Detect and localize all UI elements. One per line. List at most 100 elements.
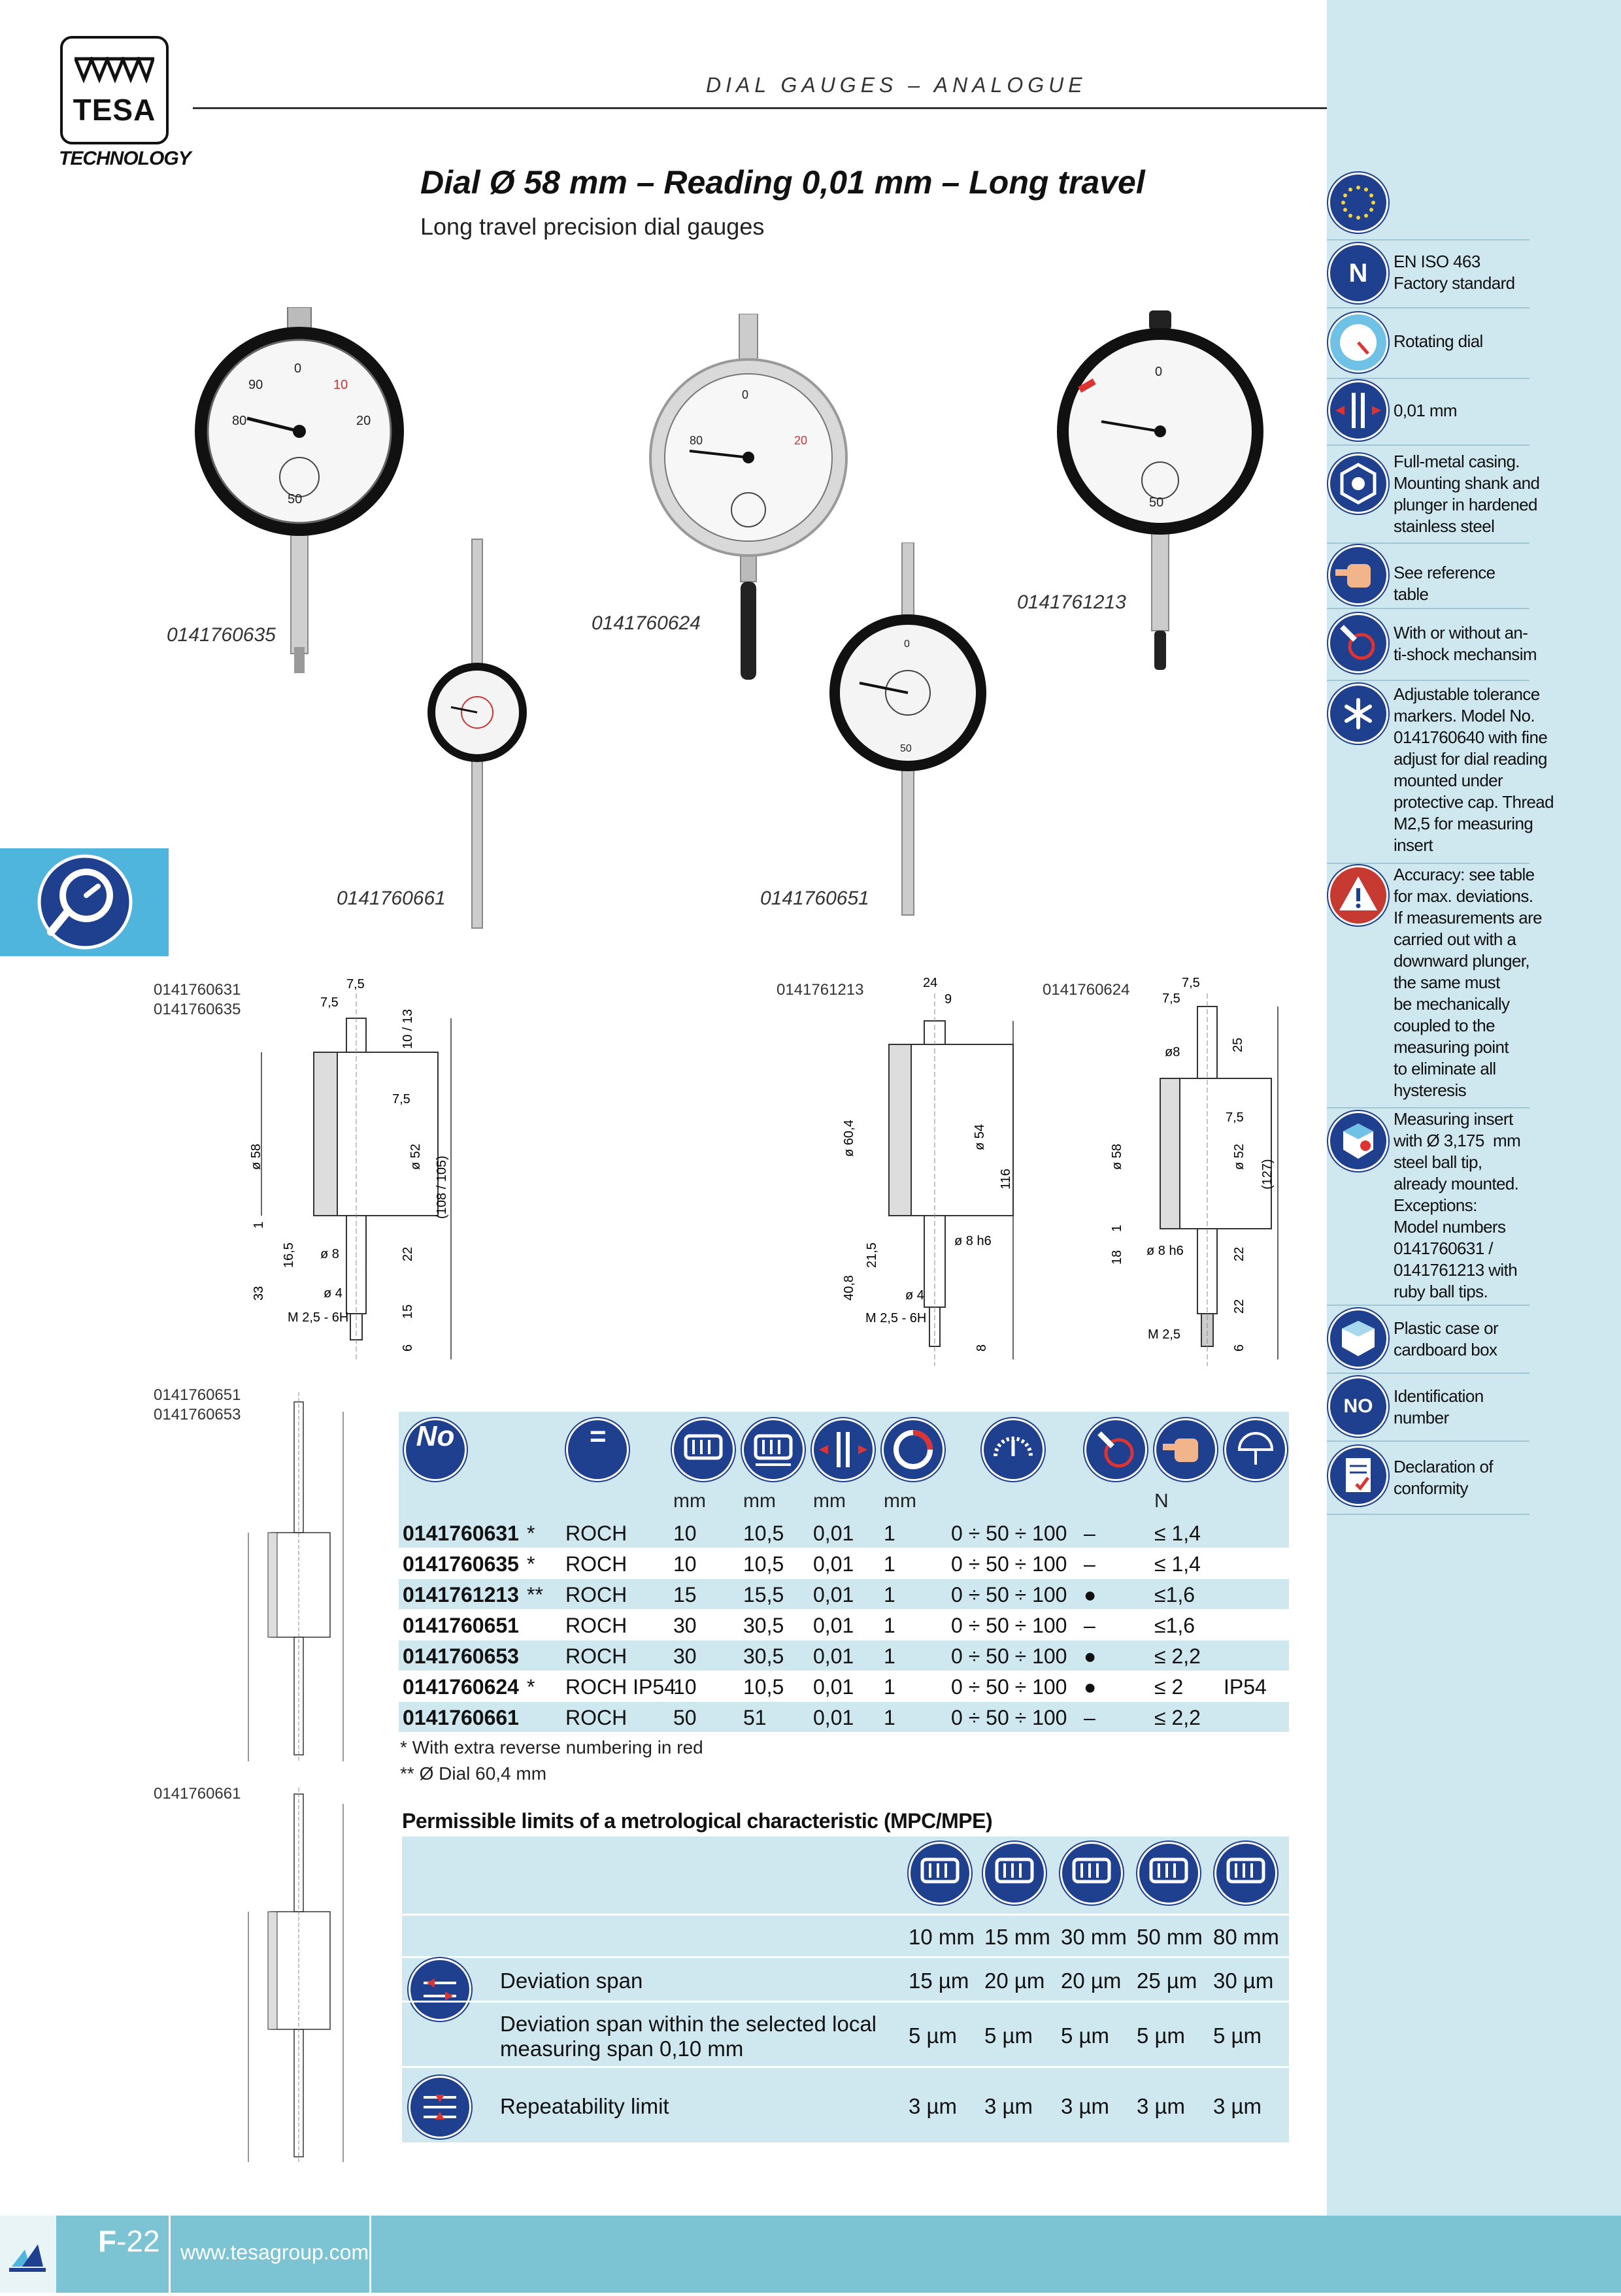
range-50mm-icon — [1137, 1842, 1200, 1905]
drawing-label: 0141761213 — [777, 981, 864, 999]
dial-gauge-category-icon — [37, 854, 133, 950]
feature-accuracy: Accuracy: see table for max. deviations.… — [1327, 863, 1543, 1108]
dim-text: 15 — [401, 1305, 415, 1319]
dim-text: 7,5 — [1226, 1110, 1244, 1125]
logo-subtitle: TECHNOLOGY — [59, 148, 192, 169]
feature-conformity: Declaration of conformity — [1327, 1440, 1529, 1515]
unit-label: mm — [743, 1490, 776, 1512]
drawing-label: 0141760661 — [154, 1785, 241, 1803]
unit-label: N — [1154, 1490, 1169, 1512]
dim-text: 116 — [999, 1169, 1013, 1190]
svg-text:10: 10 — [333, 378, 348, 392]
dial-icon — [982, 1418, 1044, 1481]
feature-eu — [1327, 171, 1529, 241]
page-footer — [0, 2216, 1621, 2293]
dim-text: 21,5 — [865, 1242, 879, 1268]
footer-url[interactable]: www.tesagroup.com — [180, 2240, 369, 2264]
gauge-photo-0141760651: 0 50 — [827, 542, 990, 922]
dim-text: 22 — [401, 1247, 415, 1261]
gauge-photo-0141760661 — [425, 536, 529, 941]
unit-label: mm — [884, 1490, 916, 1512]
dim-text: M 2,5 - 6H — [288, 1310, 348, 1325]
reading-icon — [1328, 380, 1388, 441]
drawing-0141760651 — [235, 1386, 350, 1765]
section-heading: DIAL GAUGES – ANALOGUE — [706, 73, 1087, 97]
footer-separator — [169, 2216, 171, 2293]
tolerance-markers-icon — [1328, 684, 1388, 744]
id-number-icon: No — [404, 1418, 467, 1481]
dim-text: 24 — [923, 976, 937, 990]
tesa-logo-mark-icon — [75, 57, 154, 83]
dim-text: 7,5 — [1182, 976, 1200, 990]
dim-text: ø 58 — [1110, 1144, 1124, 1170]
dim-text: (108 / 105) — [435, 1156, 449, 1219]
svg-text:50: 50 — [1149, 495, 1163, 510]
dim-text: 7,5 — [346, 977, 365, 991]
drawing-label: 0141760631 0141760635 — [154, 981, 241, 1018]
drawing-0141760631: 7,5 7,5 10 / 13 7,5 ø 58 ø 52 (108 / 105… — [248, 974, 471, 1366]
dim-text: ø 52 — [1232, 1144, 1246, 1170]
feature-case: Plastic case or cardboard box — [1327, 1305, 1529, 1374]
eu-stars-icon — [1328, 173, 1388, 233]
reading-icon — [812, 1418, 875, 1481]
drawing-label: 0141760624 — [1043, 981, 1130, 999]
unit-label: mm — [673, 1490, 706, 1512]
deviation-span-icon — [409, 1958, 471, 2021]
range-30mm-icon — [1060, 1842, 1123, 1905]
gauge-photo-0141761213: 0 50 — [1052, 310, 1268, 683]
svg-text:0: 0 — [294, 361, 301, 376]
gauge-photo-0141760624: 0 20 80 — [644, 313, 853, 693]
page-title: Dial Ø 58 mm – Reading 0,01 mm – Long tr… — [420, 164, 1145, 201]
dim-text: 1 — [1110, 1225, 1124, 1232]
svg-text:20: 20 — [356, 414, 371, 428]
dim-text: 10 / 13 — [401, 1009, 415, 1049]
gauge-photo-0141760635: 0 10 90 20 80 50 — [190, 307, 412, 699]
force-icon — [1154, 1418, 1217, 1481]
dim-text: ø 54 — [973, 1124, 987, 1150]
feature-casing: Full-metal casing. Mounting shank and pl… — [1327, 444, 1540, 544]
standard-n-icon: N — [1328, 243, 1388, 303]
drawing-label: 0141760651 0141760653 — [154, 1386, 241, 1423]
drawing-0141761213: 24 9 ø 60,4 ø 54 116 21,5 ø 8 h6 40,8 ø … — [842, 974, 1039, 1366]
logo-word: TESA — [73, 93, 156, 127]
rotating-dial-icon — [1328, 312, 1388, 373]
limits-header-row: 10 mm 15 mm 30 mm 50 mm 80 mm — [402, 1914, 1289, 1958]
id-number-icon: NO — [1328, 1376, 1388, 1437]
dim-text: 6 — [1232, 1344, 1246, 1352]
svg-text:0: 0 — [742, 388, 748, 401]
dim-text: 8 — [975, 1344, 989, 1352]
svg-text:50: 50 — [900, 743, 912, 754]
dim-text: 7,5 — [392, 1092, 410, 1106]
ip-icon — [1224, 1418, 1287, 1481]
dim-text: ø 52 — [409, 1144, 423, 1170]
tesa-logo: TESA — [60, 36, 169, 144]
dim-text: 1 — [252, 1222, 266, 1229]
dim-text: ø 8 h6 — [954, 1234, 992, 1248]
dim-text: ø 4 — [324, 1286, 343, 1301]
svg-text:50: 50 — [288, 492, 302, 507]
feature-anti-shock: With or without an- ti-shock mechansim — [1327, 608, 1537, 681]
dim-text: ø 58 — [249, 1144, 263, 1170]
dim-text: 18 — [1110, 1250, 1124, 1265]
limits-row: Repeatability limit 3 µm 3 µm 3 µm 3 µm … — [402, 2066, 1289, 2144]
limits-title: Permissible limits of a metrological cha… — [402, 1809, 993, 1833]
dim-text: 22 — [1232, 1247, 1246, 1261]
svg-text:90: 90 — [248, 378, 263, 392]
feature-id: NO Identification number — [1327, 1373, 1529, 1442]
feature-rotating-dial: Rotating dial — [1327, 307, 1529, 379]
category-tab — [0, 848, 169, 956]
dim-text: 6 — [401, 1344, 415, 1352]
page-number: F-22 — [98, 2224, 160, 2258]
part-label: 0141760624 — [592, 612, 701, 634]
feature-standard: N EN ISO 463 Factory standard — [1327, 239, 1529, 308]
range-icon — [672, 1418, 735, 1481]
dim-text: 33 — [252, 1286, 266, 1301]
dim-text: ø 4 — [905, 1288, 924, 1303]
part-label: 0141760661 — [337, 888, 446, 909]
range-80mm-icon — [1214, 1842, 1277, 1905]
anti-shock-icon — [1328, 613, 1388, 673]
